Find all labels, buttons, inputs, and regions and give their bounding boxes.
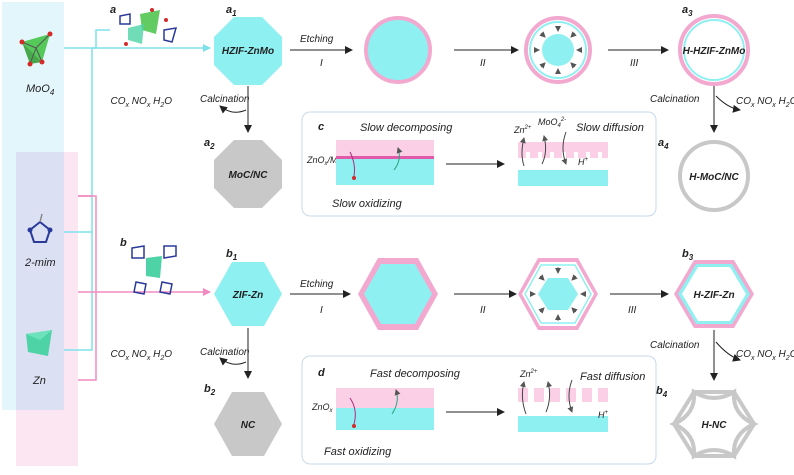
a-gas-right: COx NOx H2O bbox=[736, 96, 794, 109]
b-step-iii: III bbox=[628, 305, 637, 316]
b-etching: Etching bbox=[300, 279, 334, 290]
panel-c-h-plus: H+ bbox=[578, 157, 589, 167]
panel-c-moo4: MoO42- bbox=[538, 117, 566, 129]
b-step-ii: II bbox=[480, 305, 486, 316]
b-calcination-left: Calcination bbox=[200, 347, 250, 358]
a-shrinking-sphere bbox=[524, 16, 592, 84]
b2-hexagon bbox=[214, 392, 282, 456]
hzif-cluster-icon bbox=[119, 8, 178, 46]
panel-d-zn2: Zn2+ bbox=[519, 369, 538, 379]
label-b2: b2 bbox=[204, 383, 216, 397]
label-a1: a1 bbox=[226, 4, 237, 18]
panel-d-frame bbox=[301, 355, 657, 465]
a-gas-left: COx NOx H2O bbox=[111, 96, 173, 109]
label-b4: b4 bbox=[656, 385, 668, 399]
panel-d-fast-decomposing: Fast decomposing bbox=[370, 368, 461, 380]
panel-c-zn2: Zn2+ bbox=[513, 125, 532, 135]
b-gas-left: COx NOx H2O bbox=[111, 349, 173, 362]
zif-cluster-icon bbox=[131, 245, 177, 295]
panel-d-tag: d bbox=[318, 367, 325, 379]
b4-label: H-NC bbox=[702, 420, 728, 431]
panel-c-slow-oxidizing: Slow oxidizing bbox=[332, 198, 403, 210]
a1-octagon bbox=[214, 17, 282, 85]
a4-hollow-sphere bbox=[678, 140, 750, 212]
a3-label: H-HZIF-ZnMo bbox=[683, 46, 746, 57]
moo4-icon bbox=[19, 31, 53, 67]
tag-a: a bbox=[110, 4, 116, 16]
a-calcination-right: Calcination bbox=[650, 94, 700, 105]
b4-hollow-concave-hexagon bbox=[669, 388, 759, 460]
2-mim-label: 2-mim bbox=[24, 257, 56, 269]
a-step-ii: II bbox=[480, 58, 486, 69]
b-calcination-right: Calcination bbox=[650, 340, 700, 351]
a4-label: H-MoC/NC bbox=[689, 172, 739, 183]
b2-label: NC bbox=[241, 420, 256, 431]
a-etching: Etching bbox=[300, 34, 334, 45]
panel-d-h-plus: H+ bbox=[598, 410, 609, 420]
tag-b: b bbox=[120, 237, 127, 249]
panel-c-slow-decomposing: Slow decomposing bbox=[360, 122, 453, 134]
b-shrinking-hexagon bbox=[518, 258, 598, 330]
a-step-i: I bbox=[320, 58, 323, 69]
zn-icon bbox=[26, 330, 52, 356]
a-step-iii: III bbox=[630, 58, 639, 69]
b-gas-right: COx NOx H2O bbox=[736, 349, 794, 362]
b1-label: ZIF-Zn bbox=[232, 290, 264, 301]
b1-hexagon bbox=[214, 262, 282, 326]
a-etched-sphere bbox=[364, 16, 432, 84]
moo4-label: MoO4 bbox=[26, 83, 55, 97]
panel-c-slow-diffusion: Slow diffusion bbox=[576, 122, 644, 134]
label-a4: a4 bbox=[658, 137, 669, 151]
panel-d-fast-oxidizing: Fast oxidizing bbox=[324, 446, 392, 458]
2-mim-icon bbox=[27, 213, 53, 243]
b3-label: H-ZIF-Zn bbox=[693, 290, 734, 301]
a3-hollow-sphere bbox=[678, 14, 750, 86]
panel-c-frame bbox=[301, 111, 657, 217]
a-calcination-left: Calcination bbox=[200, 94, 250, 105]
panel-c-tag: c bbox=[318, 121, 324, 133]
label-a3: a3 bbox=[682, 4, 693, 18]
a2-label: MoC/NC bbox=[229, 170, 269, 181]
label-b3: b3 bbox=[682, 248, 694, 262]
label-a2: a2 bbox=[204, 137, 215, 151]
b-step-i: I bbox=[320, 305, 323, 316]
a2-octagon bbox=[214, 140, 282, 208]
label-b1: b1 bbox=[226, 248, 238, 262]
panel-d-left-text: ZnOx bbox=[311, 402, 334, 414]
zn-label: Zn bbox=[32, 375, 46, 387]
a1-label: HZIF-ZnMo bbox=[222, 46, 274, 57]
panel-d-fast-diffusion: Fast diffusion bbox=[580, 371, 645, 383]
